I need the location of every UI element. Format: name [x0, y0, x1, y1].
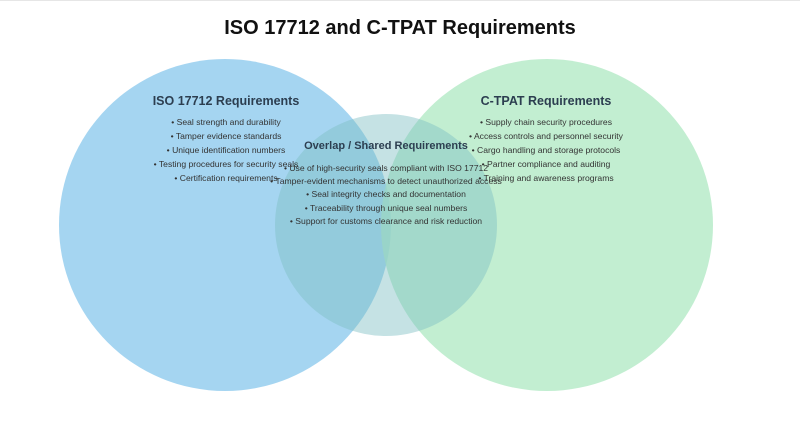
diagram-title: ISO 17712 and C-TPAT Requirements: [224, 17, 576, 39]
top-border: [0, 0, 800, 1]
iso-heading: ISO 17712 Requirements: [152, 94, 300, 108]
overlap-item: • Traceability through unique seal numbe…: [304, 202, 468, 213]
ctpat-item: • Access controls and personnel security: [469, 131, 623, 141]
iso-circle: [59, 59, 391, 391]
ctpat-circle: [381, 59, 713, 391]
iso-item: • Tamper evidence standards: [170, 131, 282, 141]
overlap-circle: [275, 114, 497, 336]
iso-set: ISO 17712 Requirements • Seal strength a…: [153, 94, 300, 185]
overlap-item: • Seal integrity checks and documentatio…: [306, 189, 466, 200]
ctpat-item: • Cargo handling and storage protocols: [471, 145, 621, 155]
iso-item: • Certification requirements: [174, 173, 278, 183]
ctpat-item: • Partner compliance and auditing: [481, 159, 611, 169]
ctpat-item: • Training and awareness programs: [478, 173, 614, 183]
overlap-item: • Tamper-evident mechanisms to detect un…: [270, 176, 502, 187]
overlap-item: • Use of high-security seals compliant w…: [283, 163, 489, 173]
overlap-item: • Support for customs clearance and risk…: [289, 215, 483, 226]
ctpat-heading: C-TPAT Requirements: [480, 94, 612, 108]
overlap-heading: Overlap / Shared Requirements: [304, 140, 468, 152]
ctpat-set: C-TPAT Requirements • Supply chain secur…: [469, 94, 623, 185]
iso-item: • Seal strength and durability: [171, 117, 281, 127]
iso-item: • Unique identification numbers: [166, 145, 286, 155]
overlap-set: Overlap / Shared Requirements • Use of h…: [270, 140, 502, 228]
iso-item: • Testing procedures for security seals: [153, 159, 299, 169]
ctpat-item: • Supply chain security procedures: [480, 117, 612, 127]
